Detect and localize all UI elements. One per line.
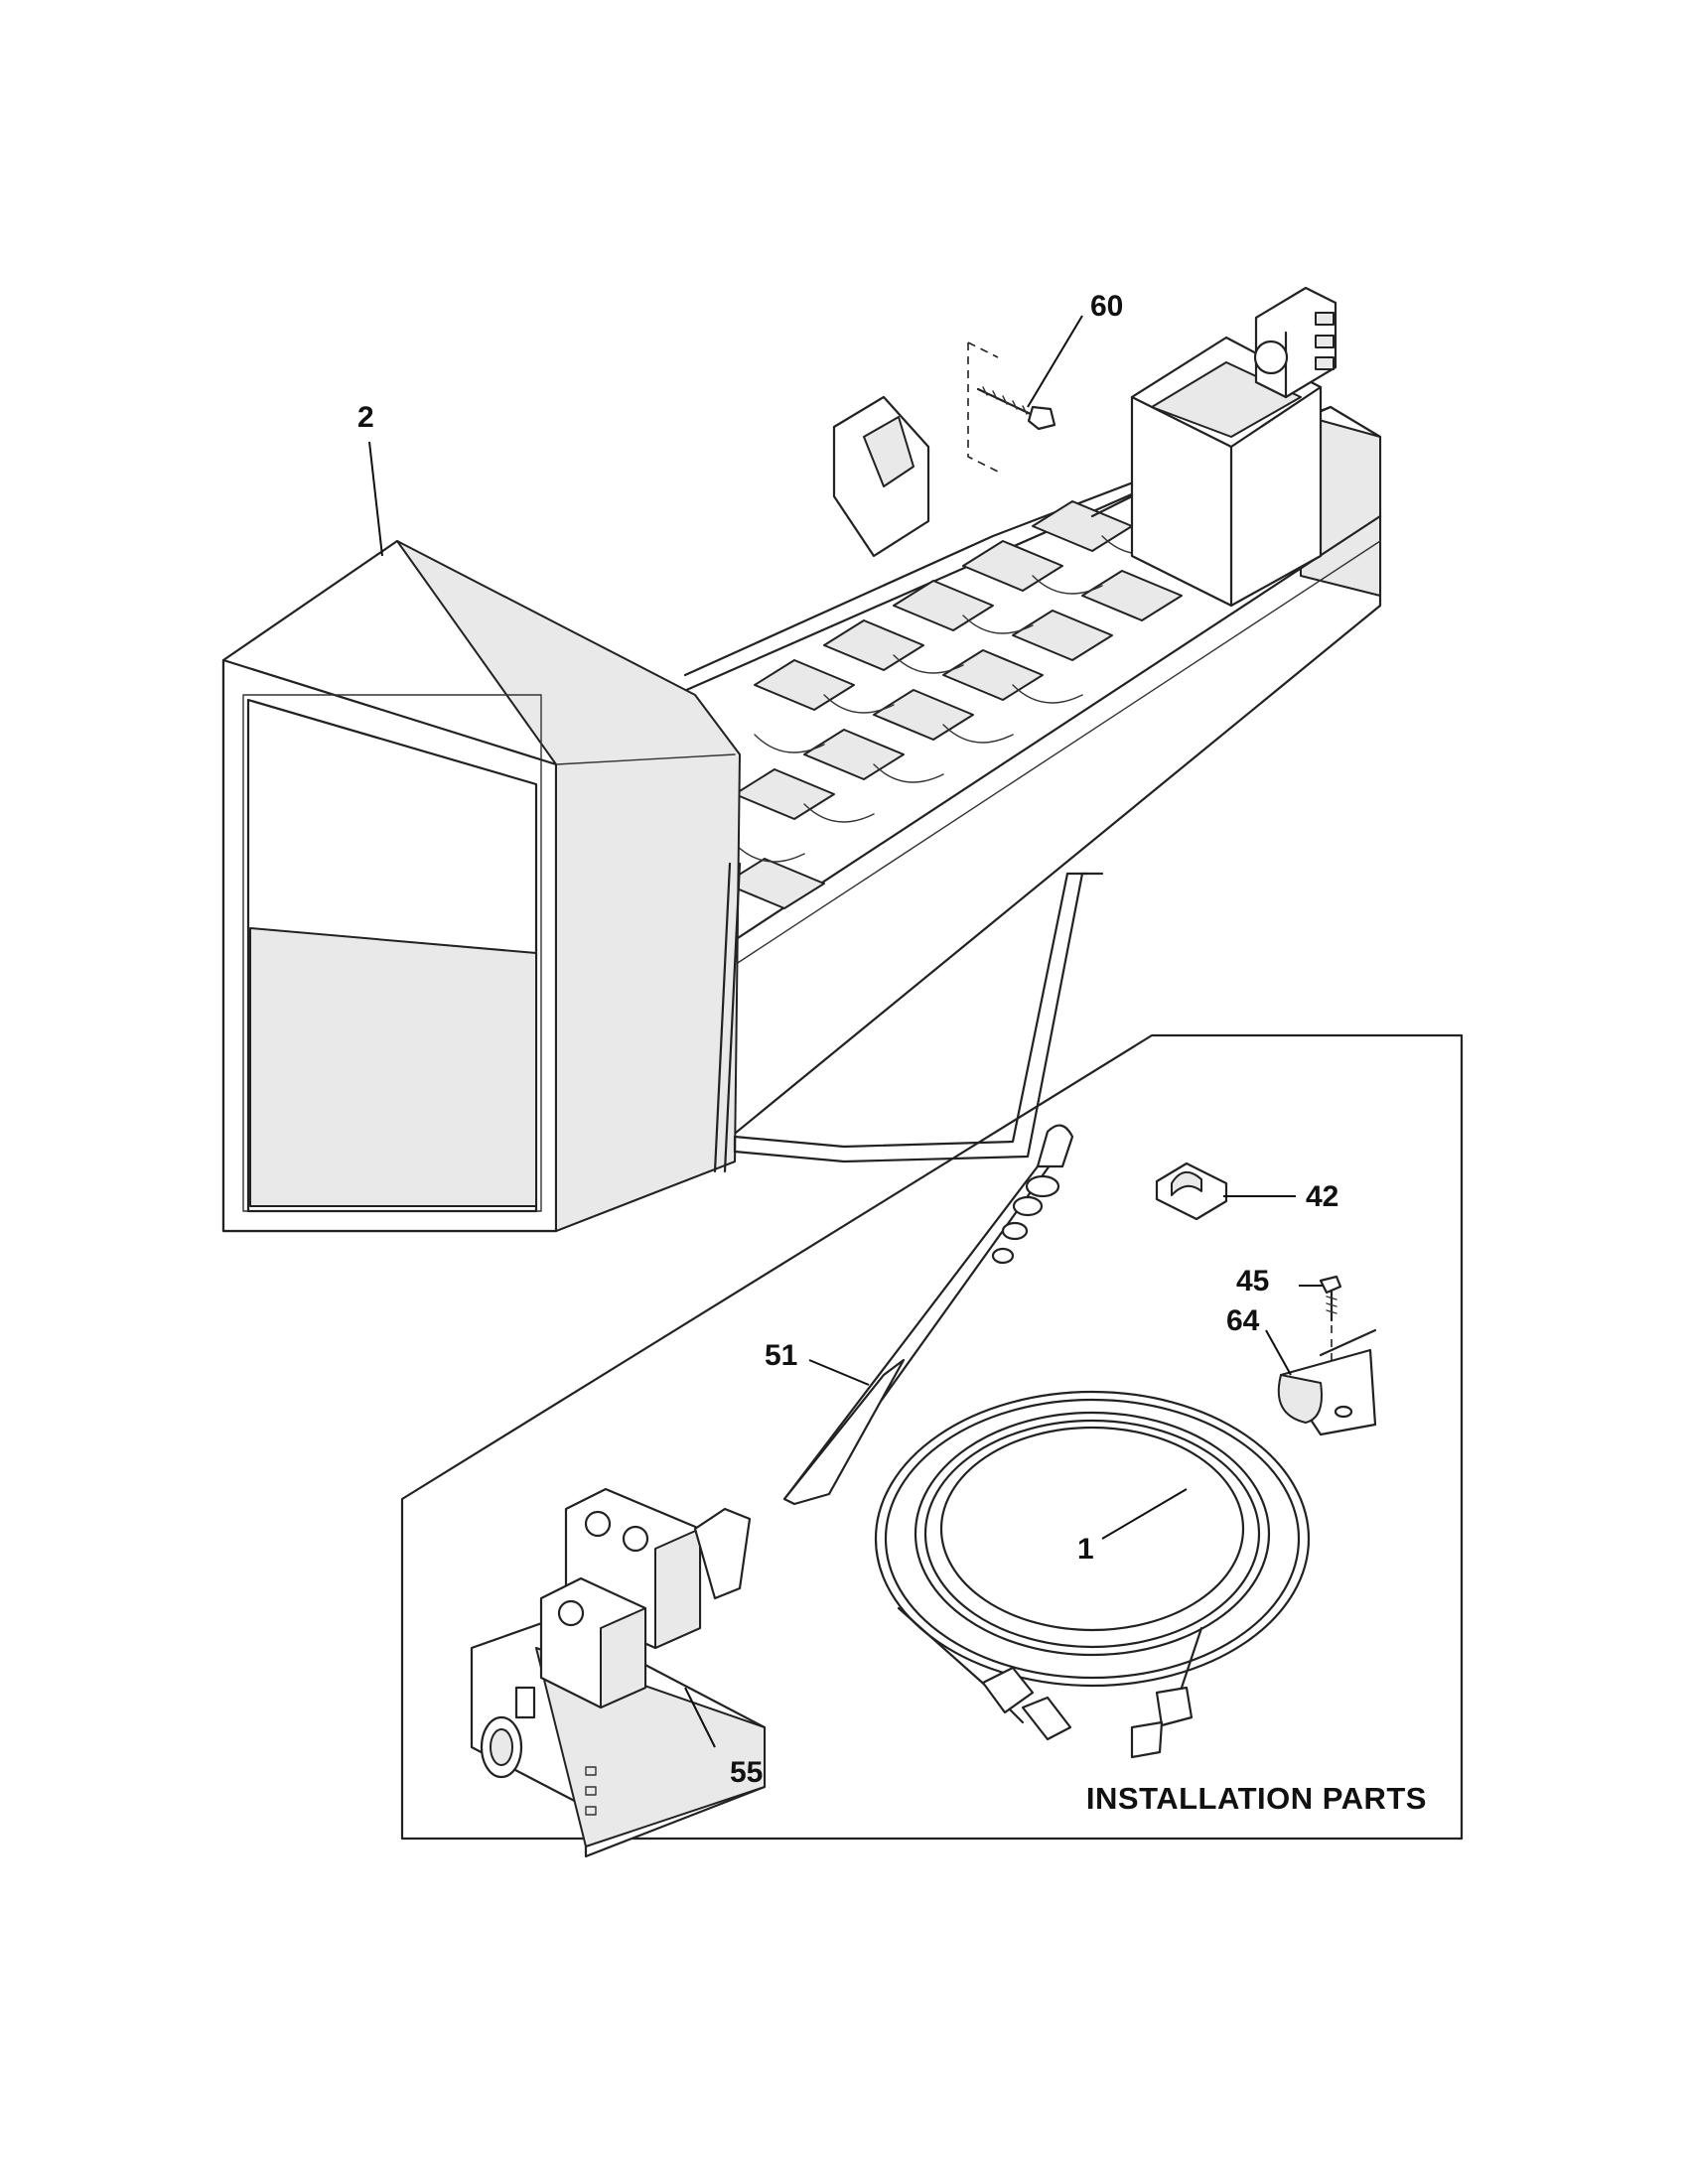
- screw-45: [1319, 1275, 1342, 1375]
- callout-1: 1: [1077, 1533, 1094, 1566]
- callout-60: 60: [1090, 290, 1123, 323]
- section-title: INSTALLATION PARTS: [1086, 1781, 1427, 1816]
- callout-42: 42: [1306, 1180, 1338, 1213]
- ejector-blades: [724, 500, 1183, 909]
- screw-60: [967, 341, 1056, 473]
- clip-42: [1155, 1161, 1228, 1221]
- callout-55: 55: [730, 1756, 763, 1789]
- control-head: [221, 539, 741, 1233]
- callout-2: 2: [357, 401, 374, 434]
- shutoff-arm: [713, 862, 1104, 1173]
- installation-parts-frame: [400, 1033, 1464, 1841]
- clamp-64: [1277, 1328, 1377, 1436]
- water-tubing-1: [874, 1390, 1311, 1759]
- callout-51: 51: [765, 1339, 797, 1372]
- fill-tube-51: [782, 1124, 1074, 1506]
- leader-lines: [368, 315, 1323, 1748]
- ice-maker-assembly: [221, 286, 1382, 1233]
- wire-connector: [1253, 286, 1337, 399]
- water-valve-55: [470, 1487, 767, 1858]
- callout-64: 64: [1226, 1304, 1260, 1337]
- callout-45: 45: [1236, 1265, 1269, 1297]
